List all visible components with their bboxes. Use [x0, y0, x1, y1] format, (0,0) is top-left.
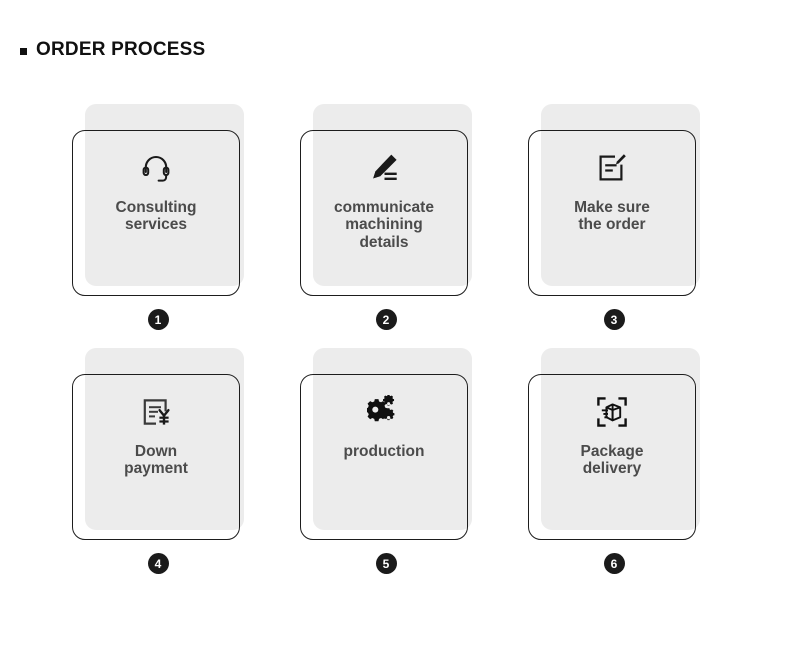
card-back-panel	[541, 348, 700, 530]
step-number-badge: 2	[375, 309, 397, 330]
step-label: production	[343, 443, 425, 460]
step-card[interactable]: production	[300, 374, 468, 540]
step-label: Down payment	[124, 443, 188, 478]
step-number-badge: 4	[147, 553, 169, 574]
square-bullet-icon	[20, 48, 27, 55]
badge-wrap: 2	[300, 309, 472, 330]
card-stack: Make sure the order	[528, 104, 700, 300]
step-number-badge: 5	[375, 553, 397, 574]
step-label: communicate machining details	[334, 199, 434, 251]
process-step-6[interactable]: Package delivery 6	[528, 348, 700, 574]
process-step-4[interactable]: Down payment 4	[72, 348, 244, 574]
card-stack: communicate machining details	[300, 104, 472, 300]
pencil-edit-icon	[367, 145, 401, 191]
step-card[interactable]: Consulting services	[72, 130, 240, 296]
badge-wrap: 3	[528, 309, 700, 330]
headset-icon	[139, 145, 173, 191]
step-label: Package delivery	[580, 443, 644, 478]
process-step-5[interactable]: production 5	[300, 348, 472, 574]
process-step-3[interactable]: Make sure the order 3	[528, 104, 700, 330]
badge-wrap: 4	[72, 553, 244, 574]
card-back-panel	[313, 104, 472, 286]
invoice-yen-icon	[139, 389, 173, 435]
card-stack: Consulting services	[72, 104, 244, 300]
step-card[interactable]: communicate machining details	[300, 130, 468, 296]
process-step-2[interactable]: communicate machining details 2	[300, 104, 472, 330]
card-stack: Package delivery	[528, 348, 700, 544]
gears-icon	[367, 389, 401, 435]
step-label: Make sure the order	[574, 199, 650, 234]
card-stack: Down payment	[72, 348, 244, 544]
step-number-badge: 3	[603, 309, 625, 330]
page-title: ORDER PROCESS	[36, 39, 206, 60]
step-card[interactable]: Make sure the order	[528, 130, 696, 296]
process-row-1: Consulting services 1	[0, 104, 790, 330]
document-pen-icon	[595, 145, 629, 191]
package-scan-icon	[595, 389, 629, 435]
page-header: ORDER PROCESS	[20, 40, 205, 59]
process-row-2: Down payment 4	[0, 348, 790, 574]
card-back-panel	[85, 104, 244, 286]
badge-wrap: 1	[72, 309, 244, 330]
badge-wrap: 5	[300, 553, 472, 574]
step-number-badge: 1	[147, 309, 169, 330]
order-process-grid: Consulting services 1	[0, 104, 790, 592]
card-stack: production	[300, 348, 472, 544]
card-back-panel	[85, 348, 244, 530]
step-number-badge: 6	[603, 553, 625, 574]
badge-wrap: 6	[528, 553, 700, 574]
card-back-panel	[313, 348, 472, 530]
step-label: Consulting services	[115, 199, 197, 234]
step-card[interactable]: Down payment	[72, 374, 240, 540]
step-card[interactable]: Package delivery	[528, 374, 696, 540]
process-step-1[interactable]: Consulting services 1	[72, 104, 244, 330]
card-back-panel	[541, 104, 700, 286]
